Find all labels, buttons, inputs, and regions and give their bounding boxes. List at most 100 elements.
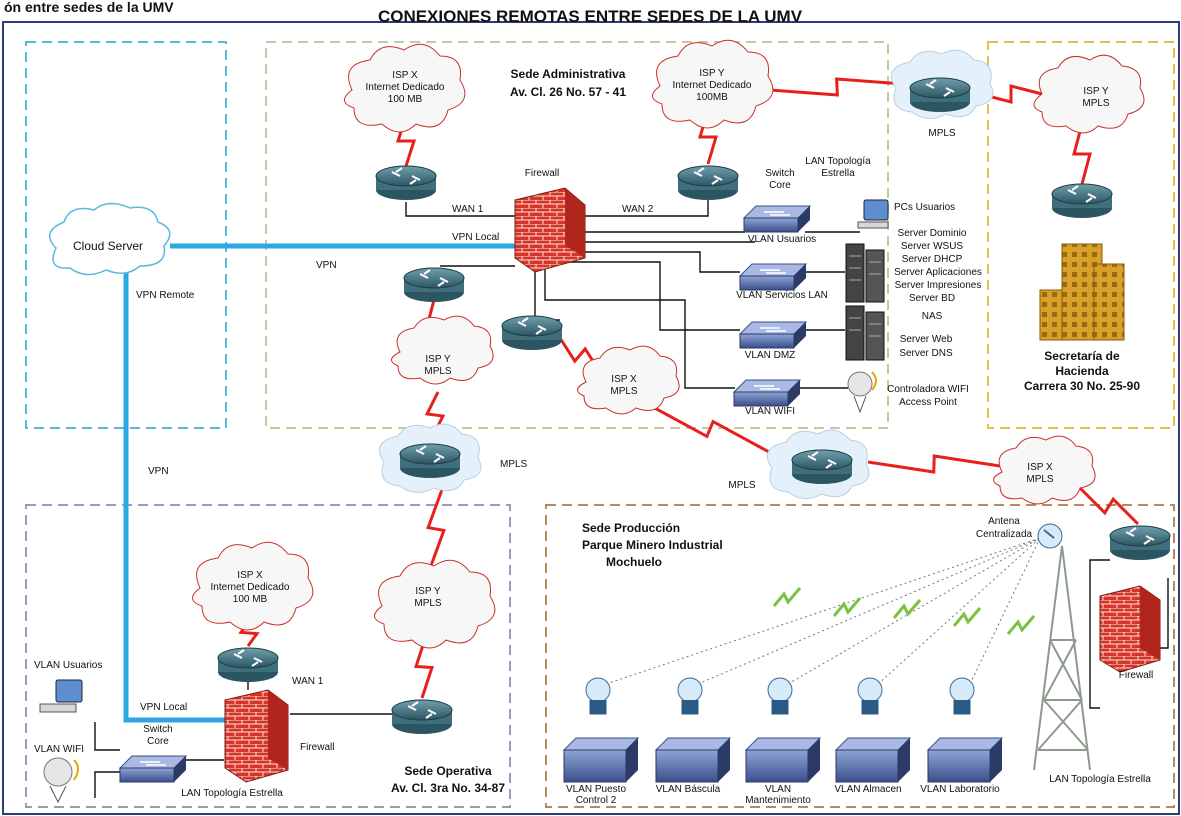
router-icon	[399, 443, 461, 478]
firewall-icon	[1099, 585, 1161, 673]
vpn-remote-label: VPN Remote	[136, 290, 195, 301]
svg-text:Parque Minero Industrial: Parque Minero Industrial	[582, 538, 723, 552]
vlan-label: VLAN Almacen	[834, 784, 901, 795]
svg-text:Hacienda: Hacienda	[1055, 364, 1109, 378]
lan-topology-label: LAN Topología Estrella	[181, 788, 283, 799]
svg-text:Internet Dedicado: Internet Dedicado	[366, 82, 445, 93]
lan-topology-label: LAN Topología Estrella	[1049, 774, 1151, 785]
svg-text:100 MB: 100 MB	[388, 94, 423, 105]
access-point-icon	[847, 371, 877, 414]
wireless-link	[877, 537, 1041, 685]
produccion-vlan: VLAN Laboratorio	[920, 677, 1004, 795]
wire-router-low	[534, 266, 560, 321]
lan-topology-label: Estrella	[821, 168, 855, 179]
wire-prod-2	[1160, 578, 1169, 649]
dish-antenna-icon	[949, 677, 975, 703]
operativa-address: Av. Cl. 3ra No. 34-87	[391, 781, 505, 795]
antena-label: Antena Centralizada	[976, 516, 1033, 540]
building-icon	[1039, 243, 1125, 341]
server-list: Server Dominio Server WSUS Server DHCP S…	[894, 228, 982, 322]
svg-text:Secretaría de: Secretaría de	[1044, 349, 1120, 363]
admin-zone	[265, 41, 889, 429]
wan-links	[238, 77, 1140, 699]
switch-core-label: Core	[147, 736, 169, 747]
svg-text:Server Dominio: Server Dominio	[898, 228, 967, 239]
router-icon	[217, 647, 279, 682]
wireless-bolt	[772, 587, 802, 607]
isp-cloud: ISP X MPLS	[577, 345, 680, 415]
dish-antenna-icon	[857, 677, 883, 703]
svg-text:Server BD: Server BD	[909, 293, 955, 304]
wan-link	[426, 483, 446, 575]
wire-op-vlans	[94, 722, 120, 798]
wireless-link	[969, 537, 1041, 685]
svg-text:MPLS: MPLS	[1082, 98, 1110, 109]
router-icon	[677, 165, 739, 200]
server-rack-icon	[845, 305, 885, 361]
wire-prod-1	[1089, 559, 1110, 709]
router-icon	[391, 699, 453, 734]
svg-text:Controladora WIFI: Controladora WIFI	[887, 384, 969, 395]
access-point-icon	[43, 757, 79, 804]
isp-cloud: ISP X Internet Dedicado 100 MB	[344, 43, 466, 133]
wan-link	[979, 84, 1043, 104]
wireless-link	[787, 537, 1041, 685]
firewall-label: Firewall	[300, 742, 334, 753]
firewall-icon	[514, 187, 586, 273]
vlan-label: VLAN Báscula	[656, 784, 721, 795]
svg-text:100 MB: 100 MB	[233, 594, 268, 605]
wireless-link	[697, 537, 1041, 685]
vlan-label: VLAN WIFI	[34, 744, 84, 755]
wire-dmz	[560, 261, 845, 331]
svg-text:Internet Dedicado: Internet Dedicado	[673, 80, 752, 91]
switch-icon	[738, 263, 808, 291]
operativa-zone	[25, 504, 511, 808]
pcs-label: PCs Usuarios	[894, 202, 955, 213]
svg-text:Carrera 30 No. 25-90: Carrera 30 No. 25-90	[1024, 379, 1140, 393]
svg-text:MPLS: MPLS	[610, 386, 638, 397]
svg-text:ISP X: ISP X	[392, 70, 418, 81]
cloud-server: Cloud Server	[48, 202, 171, 276]
svg-text:Sede Producción: Sede Producción	[582, 521, 680, 535]
isp-cloud: ISP Y MPLS	[374, 559, 496, 649]
vpn-label: VPN	[316, 260, 337, 271]
wan-link	[867, 454, 1001, 474]
wireless-bolt	[952, 607, 982, 627]
routers	[217, 77, 1171, 734]
switch-icon	[742, 205, 812, 233]
cloud-zone	[25, 41, 227, 429]
dmz-server-list: Server Web Server DNS	[899, 334, 953, 359]
isp-cloud: ISP Y MPLS	[391, 315, 494, 385]
svg-text:Server WSUS: Server WSUS	[901, 241, 964, 252]
svg-text:ISP Y: ISP Y	[415, 586, 441, 597]
vlan-label: VLAN WIFI	[745, 406, 795, 417]
vlan-label: VLAN Servicios LAN	[736, 290, 828, 301]
svg-text:Server DHCP: Server DHCP	[902, 254, 963, 265]
hacienda-title: Secretaría de Hacienda Carrera 30 No. 25…	[1024, 349, 1140, 393]
wan2-label: WAN 2	[622, 204, 654, 215]
svg-text:Server Aplicaciones: Server Aplicaciones	[894, 267, 982, 278]
svg-text:MPLS: MPLS	[1026, 474, 1054, 485]
svg-text:Cloud Server: Cloud Server	[73, 239, 143, 253]
wan-link	[413, 635, 435, 699]
pc-icon	[39, 679, 83, 713]
switch-icon	[738, 321, 808, 349]
svg-text:ISP X: ISP X	[611, 374, 637, 385]
svg-text:Centralizada: Centralizada	[976, 529, 1033, 540]
clipped-caption: ón entre sedes de la UMV	[4, 0, 174, 15]
vlan-label: VLAN Usuarios	[748, 234, 816, 245]
switch-core-label: Switch	[765, 168, 794, 179]
admin-address: Av. Cl. 26 No. 57 - 41	[510, 85, 626, 99]
vlan-label: VLAN Laboratorio	[920, 784, 1000, 795]
dish-antenna-icon	[767, 677, 793, 703]
svg-text:ISP Y: ISP Y	[425, 354, 451, 365]
outer-frame	[2, 21, 1180, 815]
mpls-label: MPLS	[928, 128, 956, 139]
wan-link	[769, 77, 905, 97]
vlan-label: Mantenimiento	[745, 795, 811, 806]
svg-text:ISP X: ISP X	[237, 570, 263, 581]
wireless-bolt	[892, 599, 922, 619]
produccion-zone	[545, 504, 1175, 808]
isp-cloud: ISP X MPLS	[993, 435, 1096, 505]
